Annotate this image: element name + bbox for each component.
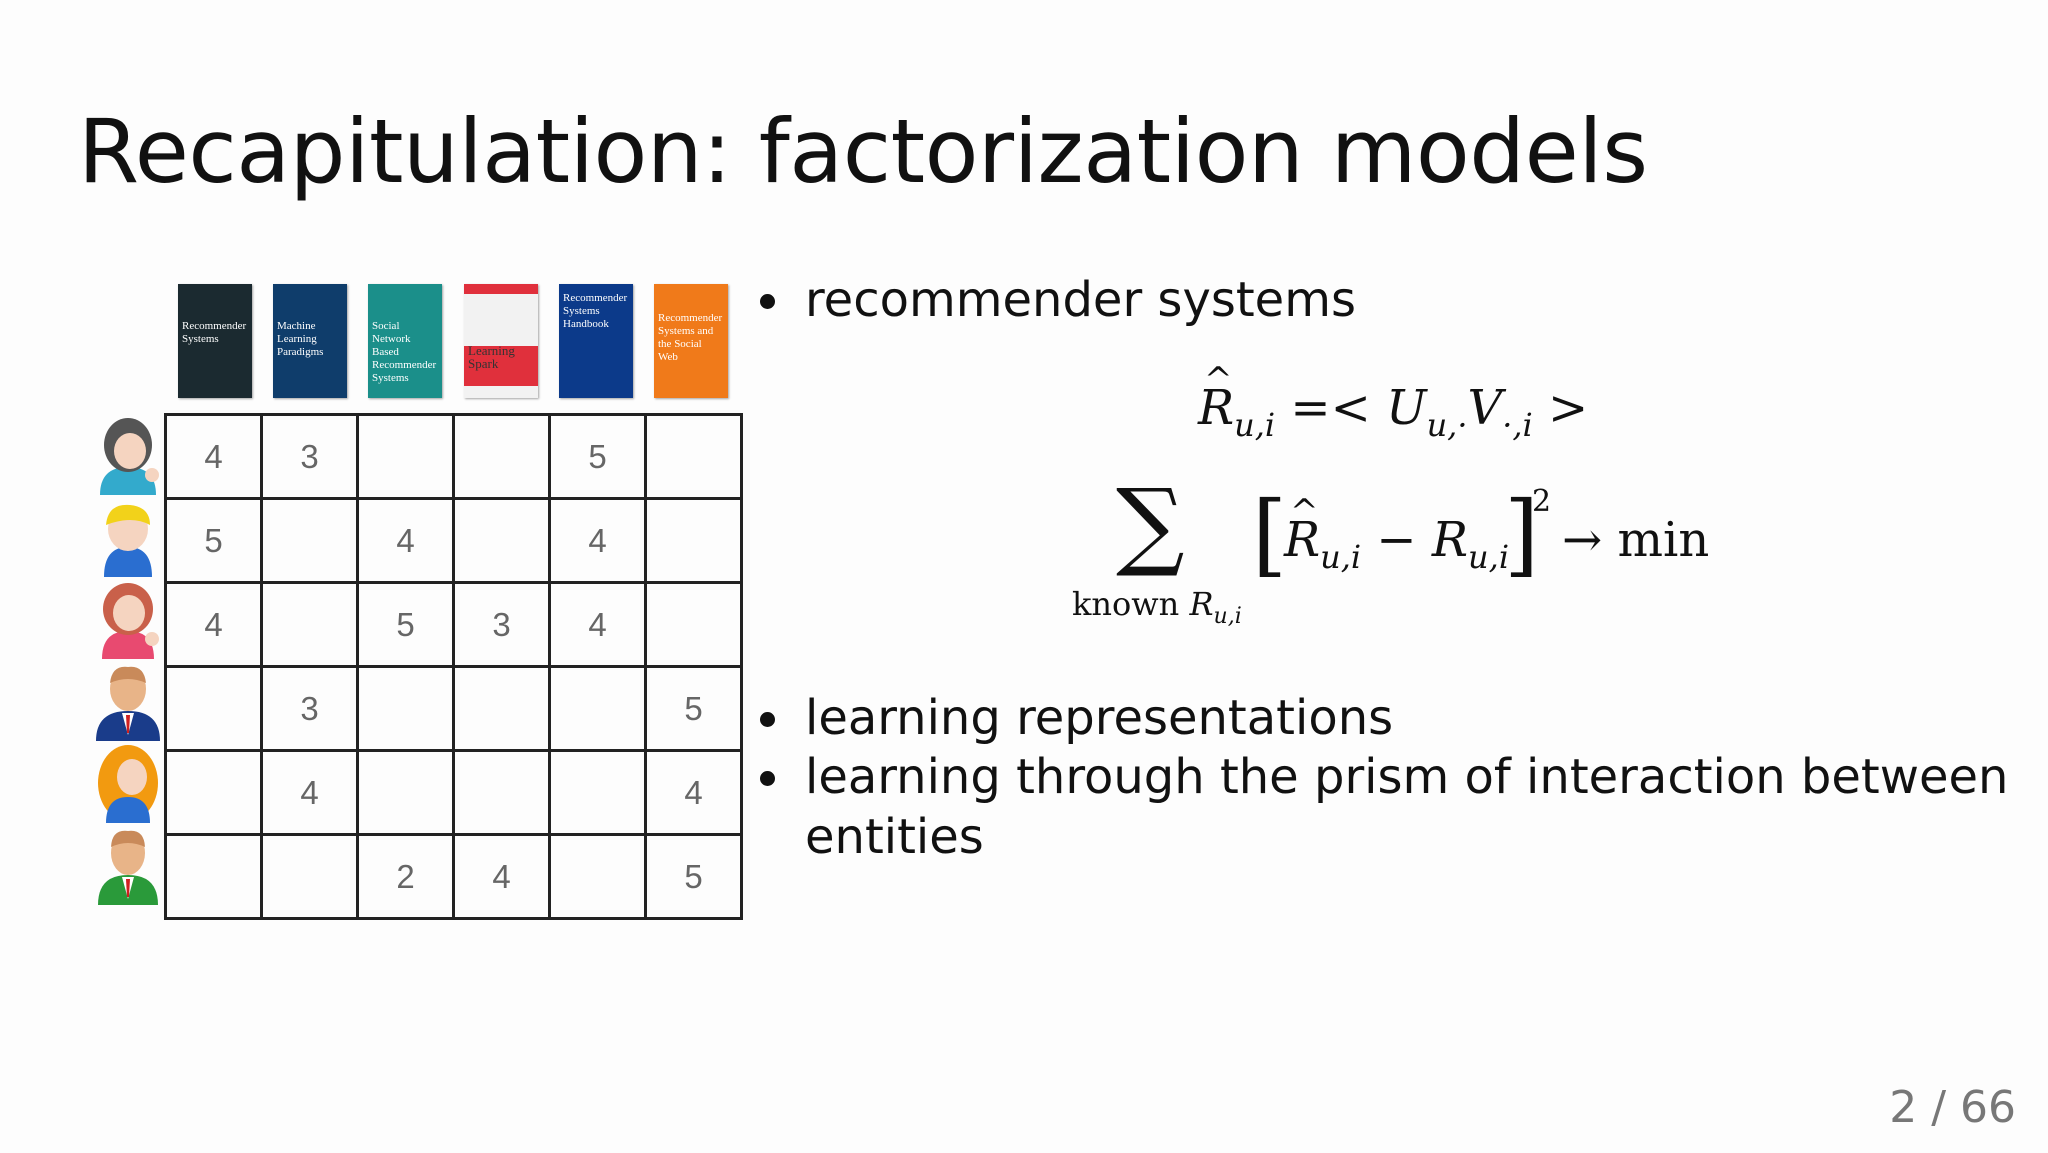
rating-cell <box>452 497 551 584</box>
sum-icon: ∑ <box>1116 468 1185 580</box>
rating-cell <box>452 665 551 752</box>
rating-cell: 3 <box>452 581 551 668</box>
rating-cell: 4 <box>260 749 359 836</box>
book-cover: Learning Spark <box>464 284 538 398</box>
rating-cell: 3 <box>260 413 359 500</box>
rating-cell <box>452 749 551 836</box>
book-cover: Social Network Based Recommender Systems <box>368 284 442 398</box>
prediction-formula: ^ Ru,i =< Uu,·V·,i > <box>1198 360 1589 444</box>
hat-icon: ^ <box>1290 492 1319 532</box>
table-row: 4 5 3 4 <box>164 581 743 668</box>
sum-limit: known Ru,i <box>1072 585 1242 629</box>
bracket-left-icon: [ <box>1252 482 1288 587</box>
rating-cell: 5 <box>548 413 647 500</box>
rating-cell <box>644 497 743 584</box>
table-row: 4 4 <box>164 749 743 836</box>
rating-cell <box>164 665 263 752</box>
table-row: 2 4 5 <box>164 833 743 920</box>
book-covers: Recommender Systems Machine Learning Par… <box>178 284 730 400</box>
bullet-dot-icon <box>760 294 775 309</box>
rating-cell: 4 <box>356 497 455 584</box>
rating-cell: 4 <box>644 749 743 836</box>
loss-formula: ∑ known Ru,i [ ^Ru,i − Ru,i ] 2 → min <box>1066 476 1736 630</box>
woman-dark-hair-icon <box>92 415 164 495</box>
rating-cell <box>164 749 263 836</box>
rating-cell <box>548 833 647 920</box>
woman-blonde-icon <box>92 743 164 823</box>
rating-cell: 5 <box>644 665 743 752</box>
table-row: 5 4 4 <box>164 497 743 584</box>
rating-cell: 4 <box>452 833 551 920</box>
man-blond-icon <box>92 497 164 577</box>
book-cover: Recommender Systems and the Social Web <box>654 284 728 398</box>
rating-cell: 4 <box>164 581 263 668</box>
rating-cell: 2 <box>356 833 455 920</box>
rating-cell <box>260 581 359 668</box>
rating-cell <box>644 413 743 500</box>
woman-red-hair-icon <box>92 579 164 659</box>
rating-cell: 5 <box>164 497 263 584</box>
businessman-icon <box>92 661 164 741</box>
bullet-dot-icon <box>760 771 775 786</box>
rating-cell: 5 <box>644 833 743 920</box>
man-green-suit-icon <box>92 825 164 905</box>
rating-cell: 4 <box>548 581 647 668</box>
bracket-right-icon: ] <box>1504 482 1540 587</box>
book-cover: Recommender Systems <box>178 284 252 398</box>
rating-cell: 4 <box>548 497 647 584</box>
slide-title: Recapitulation: factorization models <box>78 100 1648 203</box>
rating-cell <box>164 833 263 920</box>
hat-icon: ^ <box>1204 360 1233 400</box>
rating-cell <box>452 413 551 500</box>
rating-cell <box>356 749 455 836</box>
rating-cell: 5 <box>356 581 455 668</box>
rating-cell: 4 <box>164 413 263 500</box>
book-cover: Recommender Systems Handbook <box>559 284 633 398</box>
rating-cell <box>644 581 743 668</box>
residual: ^Ru,i − Ru,i <box>1284 492 1510 576</box>
rating-cell <box>356 665 455 752</box>
rating-cell <box>260 833 359 920</box>
page-number: 2 / 66 <box>1889 1082 2016 1133</box>
bullet-dot-icon <box>760 712 775 727</box>
rating-cell <box>548 749 647 836</box>
table-row: 4 3 5 <box>164 413 743 500</box>
book-cover: Machine Learning Paradigms <box>273 284 347 398</box>
table-row: 3 5 <box>164 665 743 752</box>
rating-cell: 3 <box>260 665 359 752</box>
rating-cell <box>356 413 455 500</box>
rating-cell <box>548 665 647 752</box>
rating-cell <box>260 497 359 584</box>
rating-matrix: 4 3 5 5 4 4 4 5 3 4 3 5 4 4 <box>164 413 743 920</box>
